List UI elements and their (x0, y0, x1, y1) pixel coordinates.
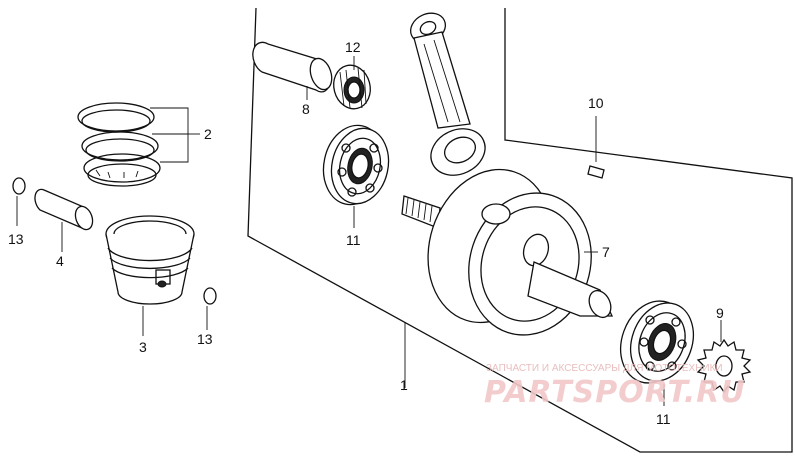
piston-pin-part-4 (34, 188, 94, 252)
crankshaft-part-7 (401, 168, 614, 336)
needle-bearing-part-12 (333, 64, 371, 110)
callout-2: 2 (204, 126, 212, 142)
callout-3: 3 (139, 339, 147, 355)
watermark-tagline: ЗАПЧАСТИ И АКСЕССУАРЫ ДЛЯ МОТОТЕХНИКИ (486, 363, 723, 374)
watermark-brand: PARTSPORT.RU (484, 375, 746, 410)
watermark: ЗАПЧАСТИ И АКСЕССУАРЫ ДЛЯ МОТОТЕХНИКИ PA… (484, 363, 746, 410)
callout-13-right: 13 (197, 331, 213, 347)
callout-10: 10 (588, 95, 604, 111)
piston-pin-clip-left-part-13 (12, 177, 26, 226)
connecting-rod (409, 12, 486, 176)
callout-9: 9 (716, 305, 724, 321)
piston-rings-part-2 (77, 102, 189, 187)
woodruff-key-part-10 (587, 116, 605, 179)
piston-pin-clip-right-part-13 (203, 287, 217, 330)
piston-part-3 (105, 215, 195, 336)
assembly-outline (247, 7, 793, 453)
timing-sprocket-part-9 (696, 320, 752, 394)
callout-11-lower: 11 (656, 411, 671, 427)
callout-1: 1 (400, 377, 408, 393)
callout-13-left: 13 (8, 231, 24, 247)
callout-12: 12 (345, 39, 361, 55)
ball-bearing-upper-part-11 (322, 124, 390, 228)
callout-4: 4 (56, 253, 64, 269)
callout-8: 8 (302, 101, 310, 117)
callout-7: 7 (602, 244, 610, 260)
ball-bearing-lower-part-11 (620, 300, 694, 406)
callout-11-upper: 11 (346, 232, 361, 248)
piston-pin-part-8 (252, 41, 333, 93)
